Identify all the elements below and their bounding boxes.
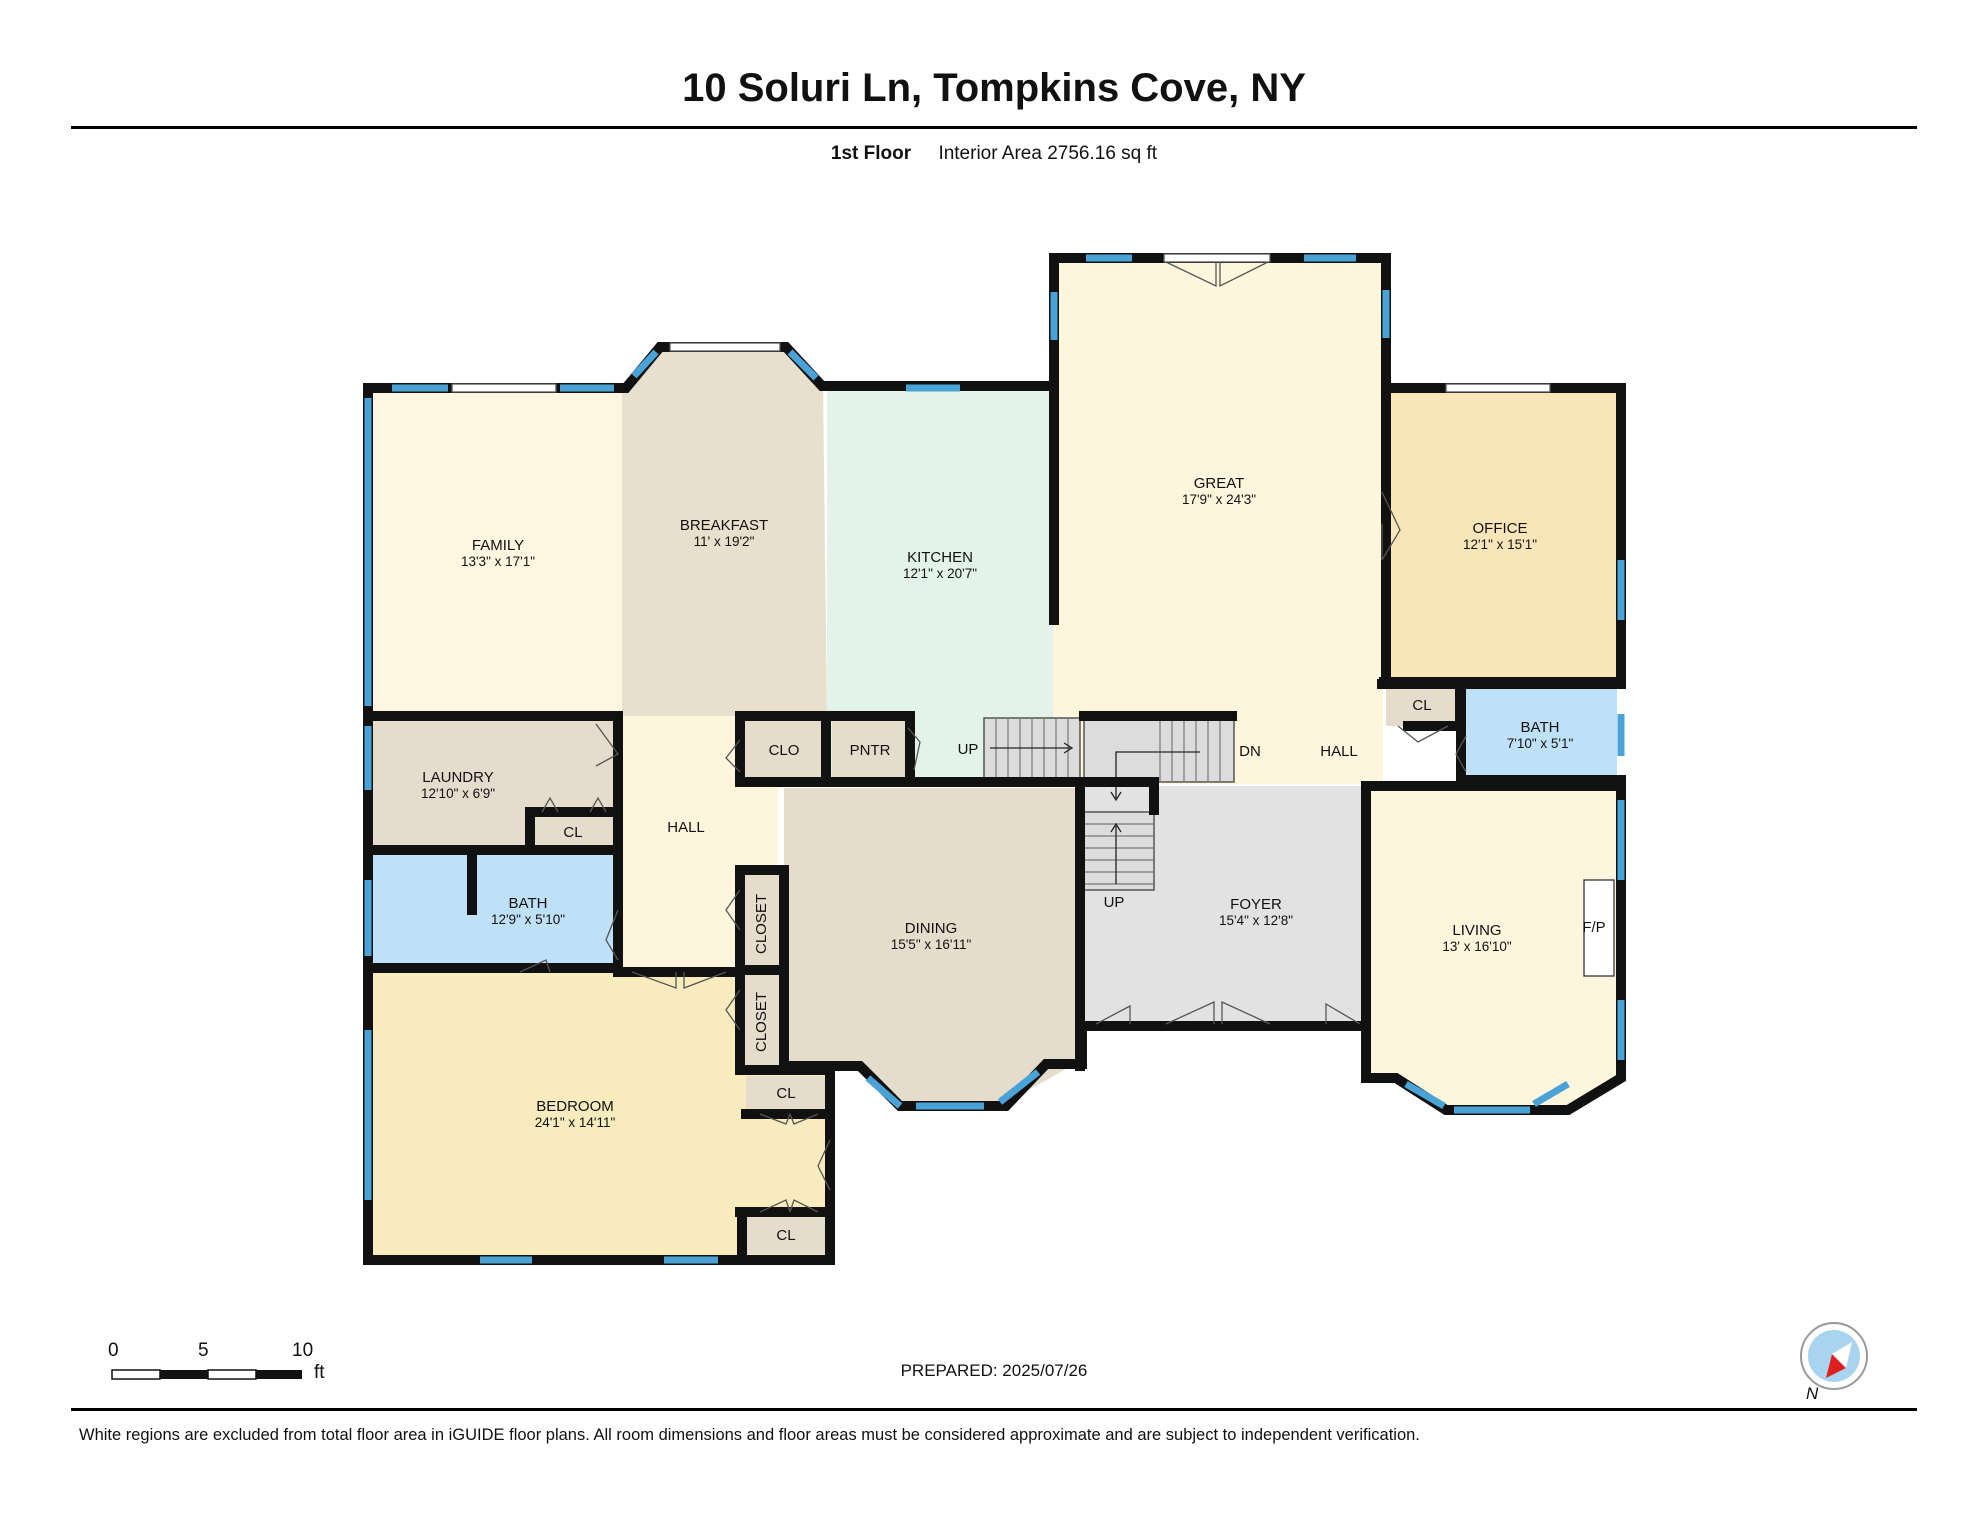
stairs-dn [1083,717,1235,783]
dining-dims: 15'5" x 16'11" [891,937,972,952]
floor-name: 1st Floor [830,143,912,164]
family-dims: 13'3" x 17'1" [461,554,535,569]
door-top-great [1163,253,1271,263]
great-room-fill [1053,260,1383,784]
fireplace [1583,879,1615,977]
kitchen-dims: 12'1" x 20'7" [903,566,977,581]
living-dims: 13' x 16'10" [1442,939,1511,954]
office-dims: 12'1" x 15'1" [1463,537,1537,552]
breakfast-room-fill [622,347,827,716]
door-top-breakfast [669,342,781,352]
room-fills [368,260,1617,1258]
closet-2-label: CLOSET [753,992,770,1052]
scale-tick-5: 5 [198,1340,209,1361]
disclaimer: White regions are excluded from total fl… [79,1426,1420,1444]
compass-north-label: N [1806,1384,1819,1403]
bedroom-dims: 24'1" x 14'11" [535,1115,616,1130]
bath-right-dims: 7'10" x 5'1" [1507,736,1574,751]
office-room-fill [1383,390,1617,682]
cl-bedroom-top-label: CL [776,1085,795,1102]
living-room-fill [1366,790,1617,1106]
breakfast-dims: 11' x 19'2" [694,534,755,549]
bath-left-dims: 12'9" x 5'10" [491,912,565,927]
doors [451,253,1615,1213]
clo-fill [744,720,824,778]
great-label: GREAT [1194,475,1245,492]
pntr-fill [832,720,908,778]
cl-bedroom-bottom-fill [746,1216,826,1254]
closet-1-label: CLOSET [753,894,770,954]
compass-icon [1800,1322,1868,1390]
cl-office-label: CL [1412,697,1431,714]
dining-label: DINING [905,920,958,937]
laundry-dims: 12'10" x 6'9" [421,786,495,801]
cl-office-fill [1386,686,1458,726]
windows [364,254,1625,1264]
bath-right-label: BATH [1521,719,1560,736]
fireplace-label: F/P [1582,919,1605,936]
walls [363,253,1626,1265]
closet-1-fill [740,874,782,966]
bedroom-label: BEDROOM [536,1098,614,1115]
breakfast-label: BREAKFAST [680,517,768,534]
hall-left-label: HALL [667,819,705,836]
interior-area: Interior Area 2756.16 sq ft [938,143,1158,164]
kitchen-label: KITCHEN [907,549,973,566]
door-top-office [1445,383,1551,393]
laundry-label: LAUNDRY [422,769,493,786]
floor-info: 1st Floor Interior Area 2756.16 sq ft [0,143,1988,165]
family-room-fill [368,390,622,716]
pntr-label: PNTR [850,742,891,759]
bath-right-fill [1463,686,1617,782]
scale-bar [111,1369,302,1380]
prepared-date: PREPARED: 2025/07/26 [900,1361,1088,1380]
cl-bedroom-top-fill [746,1076,826,1114]
bath-left-label: BATH [509,895,548,912]
scale-tick-10: 10 [292,1340,314,1361]
foyer-label: FOYER [1230,896,1282,913]
room-labels: FAMILY 13'3" x 17'1" BREAKFAST 11' x 19'… [421,475,1606,1244]
great-dims: 17'9" x 24'3" [1182,492,1256,507]
dining-room-fill [784,788,1078,1104]
stairs-foyer-up [1081,811,1155,891]
cl-laundry-label: CL [563,824,582,841]
clo-label: CLO [769,742,800,759]
scale-unit: ft [314,1362,325,1383]
closet-2-fill [740,974,782,1066]
up-kitchen-label: UP [958,741,979,758]
foyer-dims: 15'4" x 12'8" [1219,913,1293,928]
hall-right-label: HALL [1320,743,1358,760]
bath-left-fill [368,852,616,968]
bedroom-fill [368,972,830,1258]
staircases [983,717,1235,891]
scale-tick-0: 0 [108,1340,119,1361]
header-rule [71,126,1917,129]
footer-rule [71,1408,1917,1411]
up-foyer-label: UP [1104,894,1125,911]
dn-label: DN [1239,743,1261,760]
office-label: OFFICE [1473,520,1528,537]
cl-bedroom-bottom-label: CL [776,1227,795,1244]
living-label: LIVING [1452,922,1501,939]
page-title: 10 Soluri Ln, Tompkins Cove, NY [682,66,1306,110]
door-top-family [451,383,557,393]
family-label: FAMILY [472,537,524,554]
cl-laundry-fill [530,812,616,848]
